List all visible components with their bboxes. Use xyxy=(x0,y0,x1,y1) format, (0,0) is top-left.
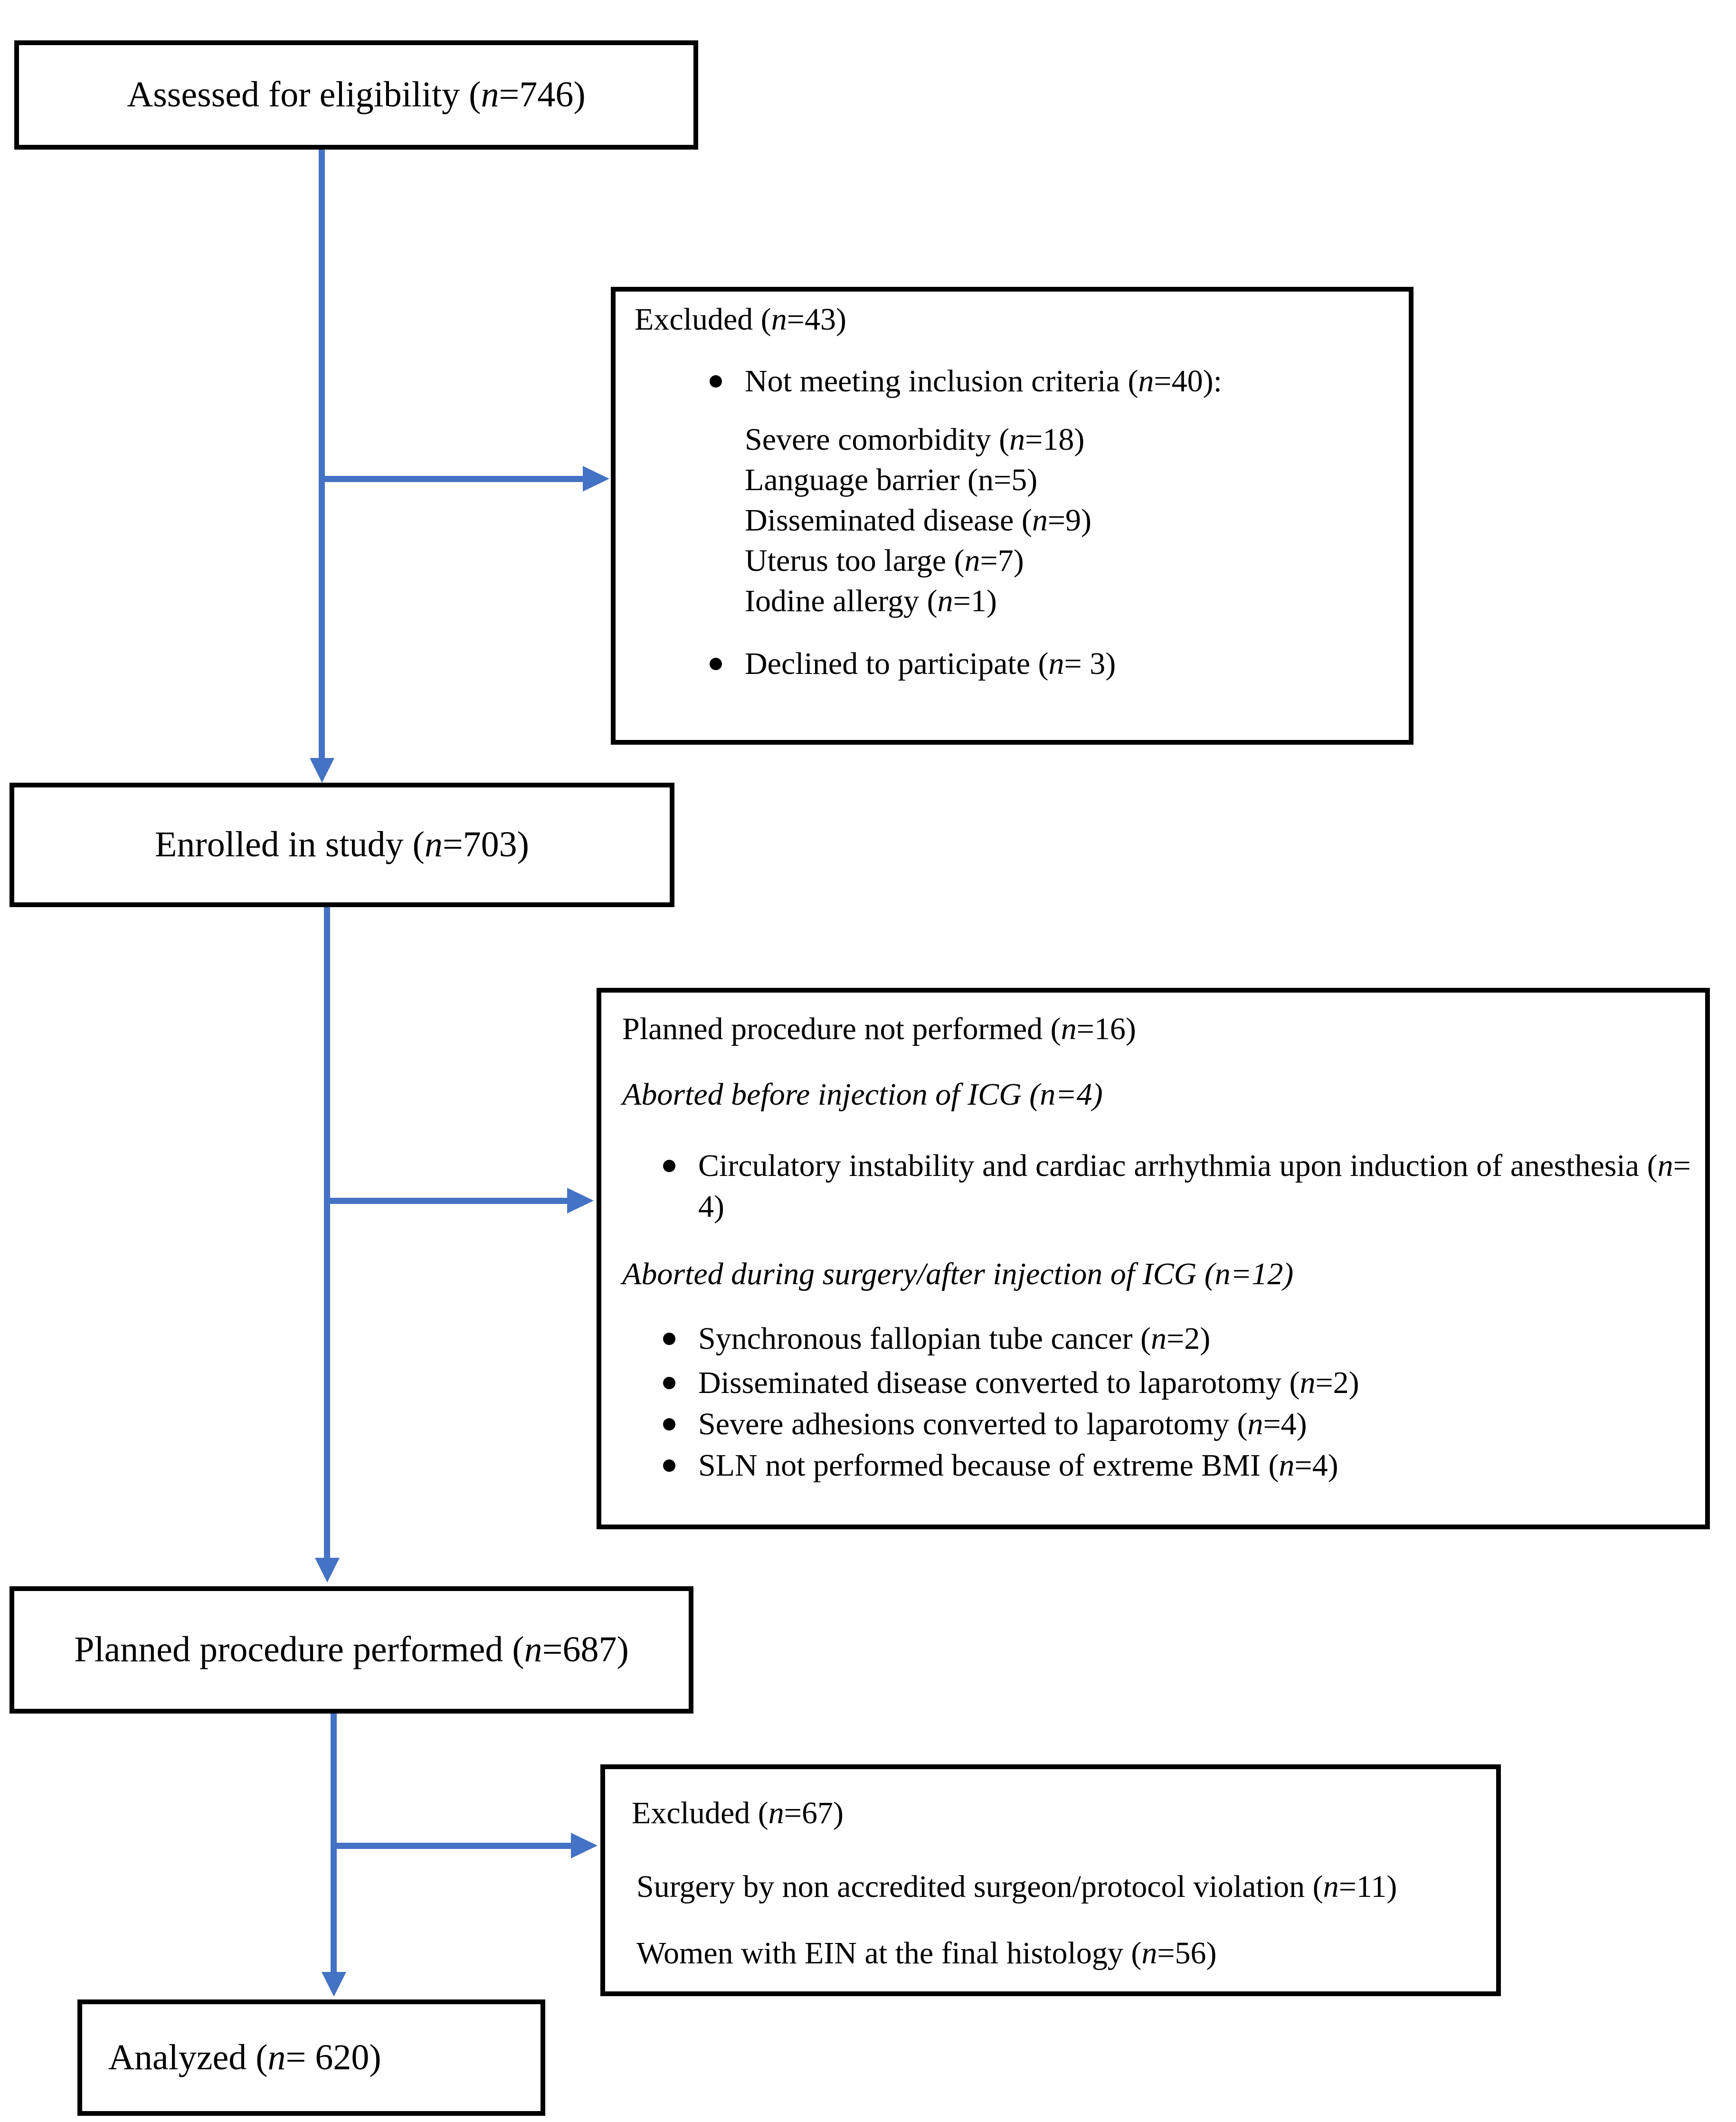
not-performed-bullet-circulatory-instability: Circulatory instability and cardiac arrh… xyxy=(663,1146,1691,1227)
excluded-enrollment-item-disseminated-disease: Disseminated disease (n=9) xyxy=(745,503,1092,538)
not-performed-bullet-disseminated-laparotomy: Disseminated disease converted to laparo… xyxy=(663,1363,1359,1403)
excluded-enrollment-item-severe-comorbidity: Severe comorbidity (n=18) xyxy=(745,422,1085,457)
excluded-enrollment-item-uterus-too-large: Uterus too large (n=7) xyxy=(745,543,1024,578)
excluded-enrollment-bullet-declined: Declined to participate (n= 3) xyxy=(709,644,1116,684)
arrow-performed-to-analyzed-head-icon xyxy=(322,1972,346,1997)
not-performed-title: Planned procedure not performed (n=16) xyxy=(622,1012,1136,1046)
performed-label: Planned procedure performed (n=687) xyxy=(74,1629,629,1670)
excluded-analysis-line-women-ein: Women with EIN at the final histology (n… xyxy=(636,1936,1217,1970)
not-performed-subtitle-aborted-before: Aborted before injection of ICG (n=4) xyxy=(622,1077,1103,1112)
arrow-enrolled-to-performed-shaft xyxy=(324,907,330,1559)
arrow-branch-excluded-analysis-head-icon xyxy=(571,1833,598,1858)
not-performed-bullet-severe-adhesions: Severe adhesions converted to laparotomy… xyxy=(663,1404,1307,1445)
arrow-branch-excluded-enrollment-shaft xyxy=(319,476,585,482)
excluded-enrollment-title: Excluded (n=43) xyxy=(635,302,846,337)
arrow-branch-not-performed-head-icon xyxy=(567,1188,594,1213)
box-analyzed: Analyzed (n= 620) xyxy=(77,1999,545,2116)
arrow-branch-not-performed-shaft xyxy=(324,1198,569,1204)
excluded-analysis-line-surgery-violation: Surgery by non accredited surgeon/protoc… xyxy=(636,1869,1397,1904)
analyzed-label: Analyzed (n= 620) xyxy=(108,2037,381,2077)
excluded-analysis-title: Excluded (n=67) xyxy=(632,1796,844,1830)
not-performed-bullet-synchronous-cancer: Synchronous fallopian tube cancer (n=2) xyxy=(663,1318,1210,1359)
arrow-assessed-to-enrolled-shaft xyxy=(319,150,325,760)
excluded-enrollment-item-language-barrier: Language barrier (n=5) xyxy=(745,463,1038,497)
arrow-branch-excluded-enrollment-head-icon xyxy=(583,466,609,492)
box-enrolled-in-study: Enrolled in study (n=703) xyxy=(9,783,674,907)
box-planned-procedure-performed: Planned procedure performed (n=687) xyxy=(9,1586,693,1714)
excluded-enrollment-bullet-not-meeting: Not meeting inclusion criteria (n=40): xyxy=(710,361,1222,402)
box-planned-procedure-not-performed: Planned procedure not performed (n=16) A… xyxy=(597,988,1710,1529)
not-performed-bullet-sln-bmi: SLN not performed because of extreme BMI… xyxy=(663,1445,1338,1486)
arrow-assessed-to-enrolled-head-icon xyxy=(310,758,334,783)
box-excluded-enrollment: Excluded (n=43) Not meeting inclusion cr… xyxy=(611,287,1413,745)
box-excluded-analysis: Excluded (n=67) Surgery by non accredite… xyxy=(600,1764,1501,1996)
enrolled-label: Enrolled in study (n=703) xyxy=(155,824,529,865)
arrow-branch-excluded-analysis-shaft xyxy=(331,1843,573,1849)
box-assessed-for-eligibility: Assessed for eligibility (n=746) xyxy=(14,40,698,150)
excluded-enrollment-item-iodine-allergy: Iodine allergy (n=1) xyxy=(745,584,997,618)
not-performed-subtitle-aborted-during: Aborted during surgery/after injection o… xyxy=(622,1257,1294,1291)
arrow-enrolled-to-performed-head-icon xyxy=(315,1558,340,1582)
assessed-label: Assessed for eligibility (n=746) xyxy=(127,75,586,115)
